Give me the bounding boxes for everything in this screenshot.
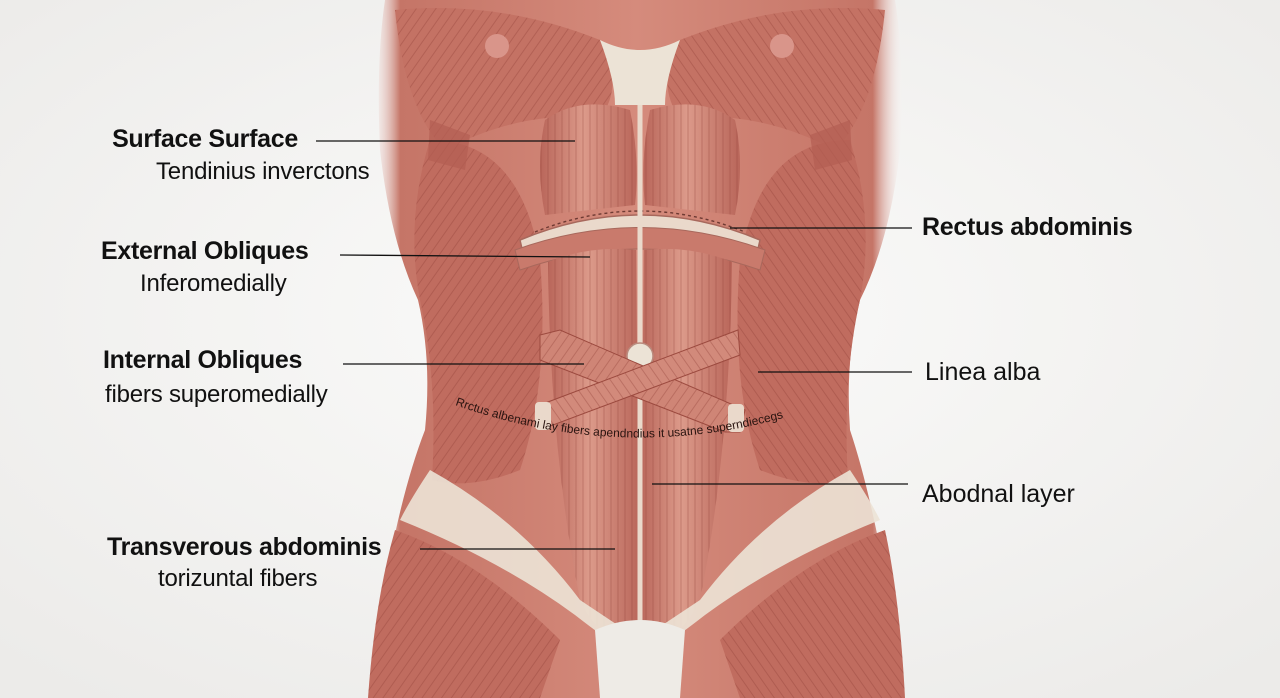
serratus-bands <box>428 120 852 170</box>
groin-muscle-left-fibers <box>368 530 560 698</box>
label-internal-obliques-sub-wrap: fibers superomedially <box>105 380 328 410</box>
leader-external-obliques <box>339 254 591 258</box>
groin-muscle-right-fibers <box>720 530 905 698</box>
label-abodnal-layer-text: Abodnal layer <box>922 480 1075 508</box>
label-internal-obliques-subtitle: fibers superomedially <box>105 381 328 408</box>
label-external-obliques-title: External Obliques <box>101 237 309 265</box>
sternum-tendon <box>600 40 680 105</box>
nipple-left <box>485 34 509 58</box>
label-transverous: Transverous abdominis <box>107 532 382 562</box>
label-transverous-subtitle: torizuntal fibers <box>158 565 318 592</box>
label-transverous-sub-wrap: torizuntal fibers <box>158 564 318 594</box>
external-oblique-right-fibers <box>737 140 866 484</box>
label-external-obliques-subtitle: Inferomedially <box>140 270 287 297</box>
pelvic-tendon <box>400 470 880 660</box>
label-surface: Surface Surface <box>100 124 310 154</box>
label-rectus-abdominis: Rectus abdominis <box>922 212 1133 242</box>
cross-band-b-fibers <box>540 330 740 428</box>
label-external-obliques-sub-wrap: Inferomedially <box>140 269 287 299</box>
label-linea-alba-text: Linea alba <box>925 358 1041 386</box>
label-external-obliques: External Obliques <box>101 236 309 266</box>
label-surface-subtitle: Tendinius inverctons <box>156 158 370 185</box>
label-abodnal-layer: Abodnal layer <box>922 479 1075 509</box>
label-transverous-title: Transverous abdominis <box>107 533 382 561</box>
rectus-upper-left-fibers <box>540 104 637 215</box>
label-internal-obliques-title: Internal Obliques <box>103 346 303 374</box>
label-rectus-abdominis-title: Rectus abdominis <box>922 213 1133 241</box>
band-cap-left <box>535 402 551 430</box>
tendinous-intersection-stitch <box>534 210 746 233</box>
leader-lines <box>316 140 912 550</box>
label-surface-title: Surface Surface <box>112 125 298 153</box>
band-cap-right <box>728 404 744 432</box>
nipple-right <box>770 34 794 58</box>
label-internal-obliques: Internal Obliques <box>103 345 302 375</box>
label-linea-alba: Linea alba <box>925 357 1040 387</box>
pubic-region <box>595 620 685 698</box>
rectus-upper-right-fibers <box>643 104 740 215</box>
label-surface-sub-wrap: Tendinius inverctons <box>156 157 370 187</box>
external-oblique-left-fibers <box>414 140 543 484</box>
